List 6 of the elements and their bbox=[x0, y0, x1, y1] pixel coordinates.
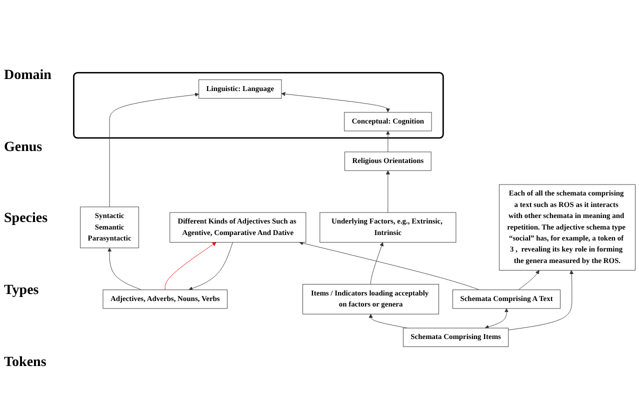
cluster bbox=[73, 72, 444, 138]
level-label: Domain bbox=[4, 68, 52, 84]
level-label: Genus bbox=[4, 140, 44, 156]
level-label: Tokens bbox=[4, 355, 48, 372]
level-label: Types bbox=[4, 283, 40, 300]
level-label: Species bbox=[4, 211, 49, 228]
